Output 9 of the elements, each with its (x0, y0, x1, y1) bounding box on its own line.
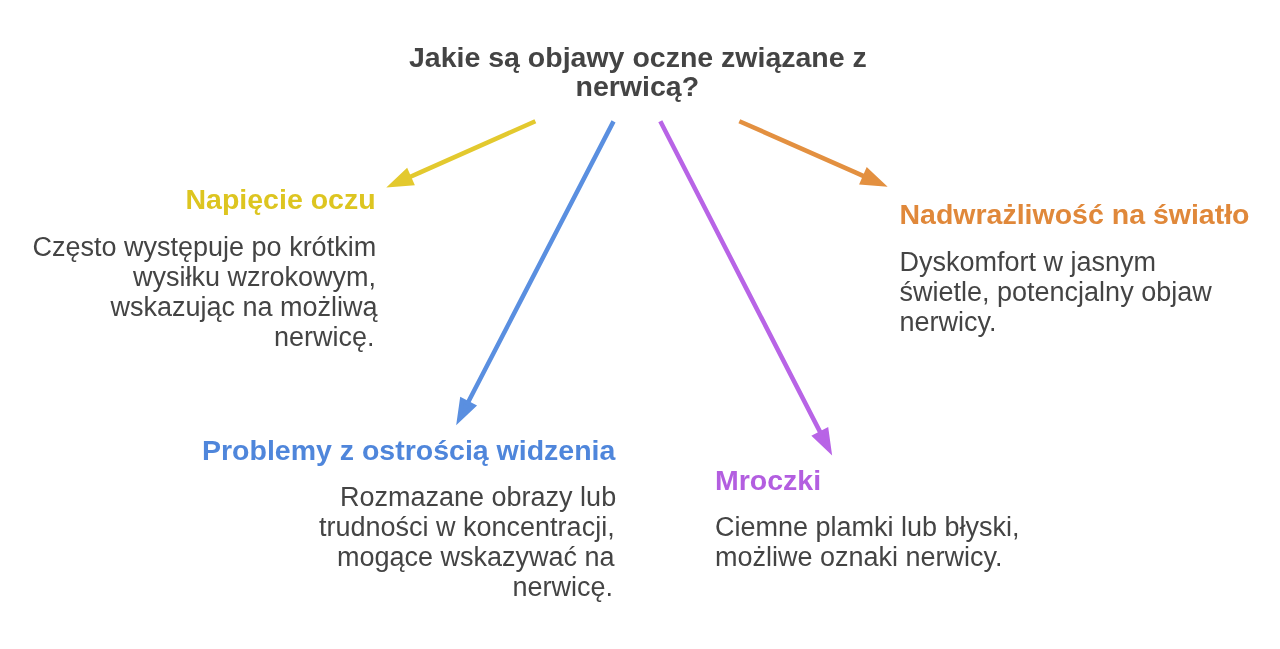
arrow (738, 118, 888, 187)
arrow (386, 118, 537, 187)
node-text: Mroczki Ciemne plamki lub błyski, możliwe oznaki nerwicy. (715, 463, 1020, 572)
node-text: Nadwrażliwość na światło Dyskomfort w jasnym świetle, potencjalny objaw nerwicy. (899, 197, 1250, 337)
node-text: Problemy z ostrością widzenia Rozmazane obrazy lub trudności w koncentracji, mogące wskazywać na nerwicę. (202, 433, 617, 602)
node-text: Jakie są objawy oczne związane z nerwicą? (409, 40, 867, 102)
arrow (456, 119, 616, 425)
arrow (658, 119, 833, 455)
node-text: Napięcie oczu Często występuje po krótkim wysiłku wzrokowym, wskazując na możliwą nerwicę. (32, 182, 378, 352)
